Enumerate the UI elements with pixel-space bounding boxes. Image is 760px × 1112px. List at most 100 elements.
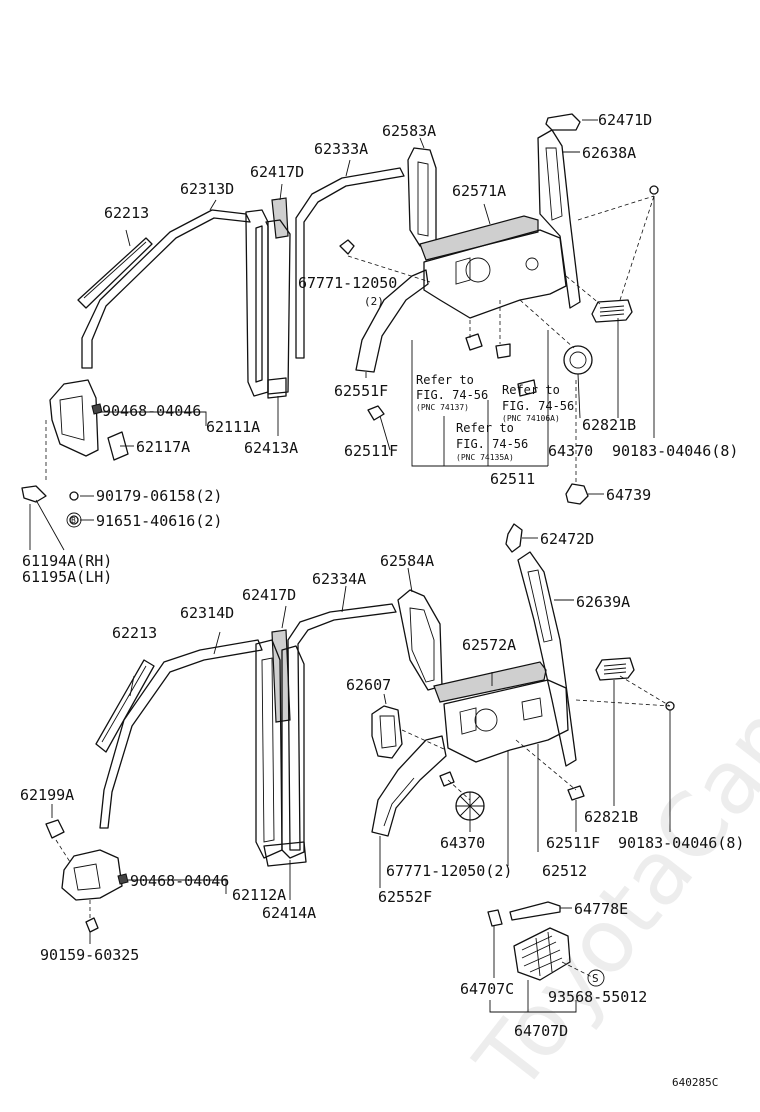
label-67771-upper: 67771-12050 xyxy=(298,274,397,292)
label-62551F: 62551F xyxy=(334,382,388,400)
part-62821B-lower xyxy=(595,657,635,681)
svg-text:Refer to: Refer to xyxy=(416,373,474,387)
svg-text:(PNC 74135A): (PNC 74135A) xyxy=(456,453,514,462)
label-62213-lower: 62213 xyxy=(112,624,157,642)
part-62471D-upper xyxy=(545,113,581,131)
part-61194A-clip xyxy=(21,485,47,503)
label-90179: 90179-06158(2) xyxy=(96,487,222,505)
label-62584A: 62584A xyxy=(380,552,434,570)
part-62417D-upper xyxy=(271,197,289,239)
part-62314D-lower xyxy=(99,639,263,829)
label-62417D-upper: 62417D xyxy=(250,163,304,181)
part-62821B-upper xyxy=(591,299,633,323)
label-62471D: 62471D xyxy=(598,111,652,129)
symbol-b: B xyxy=(71,516,76,525)
symbol-s-circle xyxy=(587,969,605,987)
clip-67771-lower xyxy=(439,771,455,787)
part-64370-upper xyxy=(563,345,593,375)
label-64370-lower: 64370 xyxy=(440,834,485,852)
label-64707D: 64707D xyxy=(514,1022,568,1040)
fastener-90183-upper xyxy=(649,185,659,195)
svg-text:(PNC 74137): (PNC 74137) xyxy=(416,403,469,412)
part-62213-upper xyxy=(77,237,153,309)
label-90183-lower: 90183-04046(8) xyxy=(618,834,744,852)
part-64707D-lower xyxy=(513,927,571,981)
figure-code: 640285C xyxy=(672,1076,718,1089)
fastener-90179 xyxy=(69,491,79,501)
part-62607-lower xyxy=(371,705,403,759)
label-64778E: 64778E xyxy=(574,900,628,918)
svg-text:FIG. 74-56: FIG. 74-56 xyxy=(416,388,488,402)
label-62112A: 62112A xyxy=(232,886,286,904)
label-62417D-lower: 62417D xyxy=(242,586,296,604)
label-64370-upper: 64370 xyxy=(548,442,593,460)
part-62552F-lower xyxy=(371,735,447,837)
fastener-91651 xyxy=(69,515,79,525)
label-62583A: 62583A xyxy=(382,122,436,140)
label-67771-qty: (2) xyxy=(364,295,384,308)
svg-text:Refer to: Refer to xyxy=(502,383,560,397)
label-62213-upper: 62213 xyxy=(104,204,149,222)
symbol-s: S xyxy=(592,972,599,985)
label-62472D: 62472D xyxy=(540,530,594,548)
label-61194A: 61194A(RH) xyxy=(22,552,112,570)
part-62638A-upper xyxy=(537,129,581,309)
label-62117A: 62117A xyxy=(136,438,190,456)
label-62638A: 62638A xyxy=(582,144,636,162)
clip-62511F-lower xyxy=(567,785,585,801)
clip-62511F-upper xyxy=(367,405,385,421)
label-91651: 91651-40616(2) xyxy=(96,512,222,530)
label-90159: 90159-60325 xyxy=(40,946,139,964)
label-62552F: 62552F xyxy=(378,888,432,906)
part-62639A-lower xyxy=(517,551,577,767)
label-90468-lower: 90468-04046 xyxy=(130,872,229,890)
label-62413A: 62413A xyxy=(244,439,298,457)
part-62213-lower xyxy=(95,659,155,753)
label-62511: 62511 xyxy=(490,470,535,488)
label-64707C: 64707C xyxy=(460,980,514,998)
part-62472D-lower xyxy=(505,523,523,553)
part-62414A-lower xyxy=(281,645,305,859)
clip-67771-upper xyxy=(339,239,355,255)
part-62313D-upper xyxy=(81,209,251,369)
label-62333A: 62333A xyxy=(314,140,368,158)
part-62551F-upper xyxy=(355,269,429,373)
part-62584A-lower xyxy=(397,589,443,691)
symbol-b-circle xyxy=(66,512,82,528)
part-cover-lower-left xyxy=(61,849,123,901)
label-62334A: 62334A xyxy=(312,570,366,588)
label-62607: 62607 xyxy=(346,676,391,694)
svg-text:Refer to: Refer to xyxy=(456,421,514,435)
label-67771-lower: 67771-12050(2) xyxy=(386,862,512,880)
label-62313D: 62313D xyxy=(180,180,234,198)
part-64707C-lower xyxy=(487,909,503,927)
label-62639A: 62639A xyxy=(576,593,630,611)
label-62511F-upper: 62511F xyxy=(344,442,398,460)
label-93568: 93568-55012 xyxy=(548,988,647,1006)
part-62111A-upper xyxy=(245,209,269,397)
label-62821B-lower: 62821B xyxy=(584,808,638,826)
part-62572A-lower xyxy=(433,661,547,703)
svg-text:(PNC 74106A): (PNC 74106A) xyxy=(502,414,560,423)
label-64739: 64739 xyxy=(606,486,651,504)
part-62333A-upper xyxy=(295,167,405,359)
svg-text:FIG. 74-56: FIG. 74-56 xyxy=(502,399,574,413)
label-62414A: 62414A xyxy=(262,904,316,922)
label-62512: 62512 xyxy=(542,862,587,880)
part-62413A-upper xyxy=(265,219,291,395)
upper-assembly xyxy=(21,113,659,551)
screw-90159 xyxy=(85,917,99,933)
part-64778E-lower xyxy=(509,901,561,921)
label-62111A: 62111A xyxy=(206,418,260,436)
label-62821B-upper: 62821B xyxy=(582,416,636,434)
part-64739-upper xyxy=(565,483,589,505)
part-62571A-upper xyxy=(419,215,539,261)
label-90468-upper: 90468-04046 xyxy=(102,402,201,420)
svg-text:FIG. 74-56: FIG. 74-56 xyxy=(456,437,528,451)
lower-assembly xyxy=(45,523,675,1013)
part-61194A-bracket xyxy=(49,379,99,457)
label-62314D: 62314D xyxy=(180,604,234,622)
part-62117A-upper xyxy=(107,431,129,461)
label-62572A: 62572A xyxy=(462,636,516,654)
